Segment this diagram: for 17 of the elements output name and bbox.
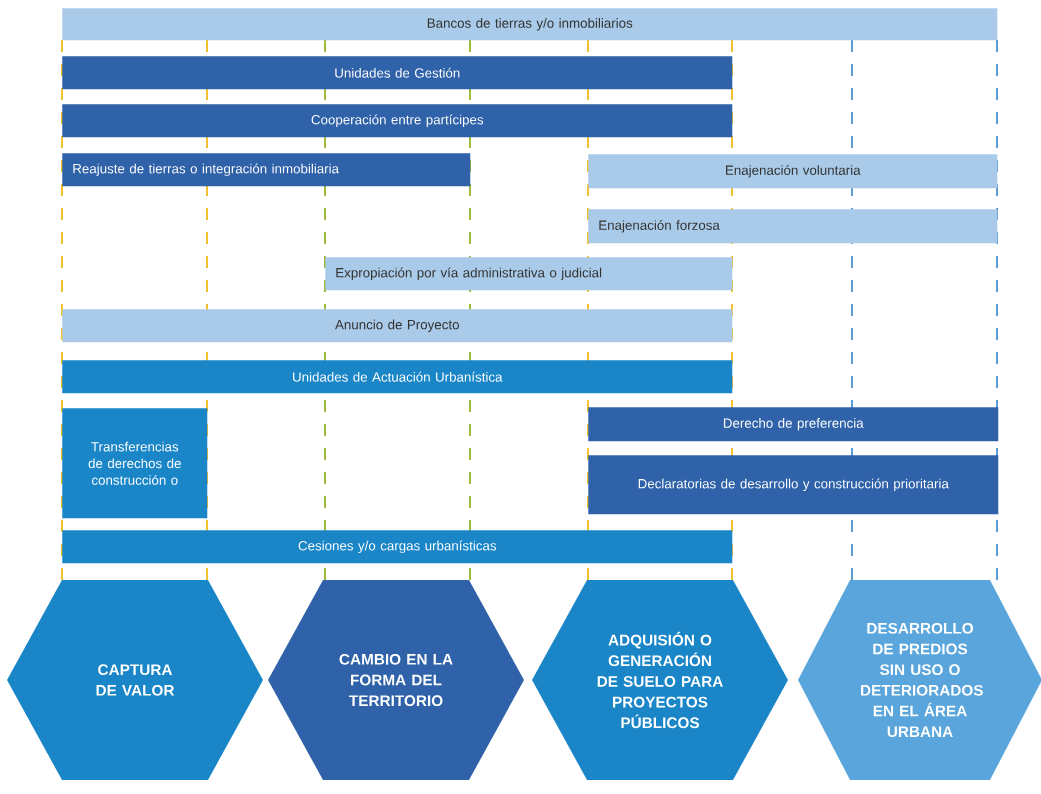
hexagon: CAPTURA DE VALOR — [7, 580, 263, 780]
bar: Unidades de Gestión — [62, 56, 733, 90]
bar: Expropiación por vía administrativa o judicial — [325, 257, 733, 291]
bar: Anuncio de Proyecto — [62, 309, 733, 343]
bar: Enajenación forzosa — [588, 209, 998, 244]
hexagon: DESARROLLO DE PREDIOS SIN USO O DETERIORADOS EN EL ÁREA URBANA — [798, 580, 1041, 780]
bar: Cesiones y/o cargas urbanísticas — [62, 530, 733, 564]
bar: Enajenación voluntaria — [588, 154, 998, 189]
bar: Unidades de Actuación Urbanística — [62, 360, 733, 394]
bar: Transferencias de derechos de construcción o — [62, 408, 208, 519]
hexagon: ADQUISIÓN O GENERACIÓN DE SUELO PARA PROYECTOS PÚBLICOS — [532, 580, 788, 780]
hexagon: CAMBIO EN LA FORMA DEL TERRITORIO — [268, 580, 524, 780]
bar: Reajuste de tierras o integración inmobiliaria — [62, 153, 471, 187]
bar: Declaratorias de desarrollo y construcción prioritaria — [588, 455, 999, 515]
bar: Derecho de preferencia — [588, 407, 999, 442]
bar: Bancos de tierras y/o inmobiliarios — [62, 8, 998, 41]
bar: Cooperación entre partícipes — [62, 104, 733, 138]
